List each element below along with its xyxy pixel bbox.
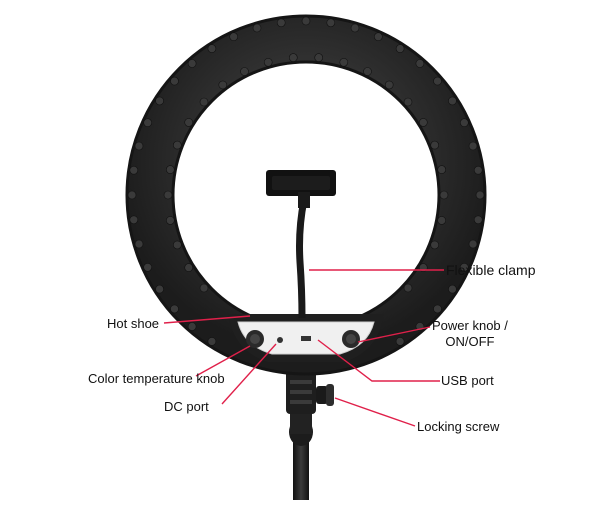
flexible-gooseneck xyxy=(296,199,308,319)
led-bead xyxy=(468,239,478,249)
led-bead xyxy=(173,140,182,150)
led-bead xyxy=(314,53,324,62)
led-bead xyxy=(263,57,273,67)
led-bead xyxy=(395,337,405,346)
led-bead xyxy=(326,18,336,28)
label-power-knob-line2: ON/OFF xyxy=(445,334,495,349)
label-hot-shoe: Hot shoe xyxy=(107,316,160,331)
label-usb-port: USB port xyxy=(441,373,494,388)
dc-port xyxy=(277,337,283,343)
led-bead xyxy=(170,76,179,86)
led-bead xyxy=(187,322,197,331)
led-bead xyxy=(473,165,483,175)
stand-pole xyxy=(293,440,309,500)
led-bead xyxy=(439,190,449,200)
led-bead xyxy=(252,23,262,33)
led-bead xyxy=(218,80,228,90)
led-bead xyxy=(143,118,152,127)
led-bead xyxy=(363,67,372,76)
led-bead xyxy=(229,32,238,42)
led-bead xyxy=(403,283,413,293)
led-bead xyxy=(350,23,360,33)
led-bead xyxy=(170,304,179,314)
leader-lines xyxy=(163,269,444,427)
leader-color-temperature-knob xyxy=(195,345,251,377)
ring-led-beads xyxy=(127,16,485,346)
led-bead xyxy=(437,216,447,225)
led-bead xyxy=(187,59,197,68)
leader-hot-shoe xyxy=(163,315,251,324)
led-bead xyxy=(129,165,139,175)
label-dc-port: DC port xyxy=(164,399,209,414)
led-bead xyxy=(415,59,425,68)
led-bead xyxy=(207,337,217,346)
led-bead xyxy=(184,263,193,272)
leader-power-knob xyxy=(357,326,431,343)
led-bead xyxy=(207,44,217,53)
locking-screw xyxy=(316,386,328,404)
led-bead xyxy=(155,96,164,106)
led-bead xyxy=(288,53,298,62)
led-bead xyxy=(448,284,457,294)
label-power-knob-line1: Power knob / xyxy=(432,318,508,333)
label-power-knob: Power knob / ON/OFF xyxy=(432,318,508,350)
usb-port xyxy=(301,336,311,341)
led-bead xyxy=(437,165,447,174)
label-locking-screw: Locking screw xyxy=(417,419,500,434)
led-bead xyxy=(155,284,164,294)
led-bead xyxy=(448,96,457,106)
led-bead xyxy=(403,97,413,107)
led-bead xyxy=(384,80,394,90)
led-bead xyxy=(301,16,311,26)
led-bead xyxy=(430,240,440,250)
led-bead xyxy=(475,190,485,200)
led-bead xyxy=(129,215,139,225)
label-color-temperature-knob: Color temperature knob xyxy=(88,371,225,386)
led-bead xyxy=(430,140,440,150)
leader-locking-screw xyxy=(334,397,416,427)
label-flexible-clamp: Flexible clamp xyxy=(446,262,536,278)
led-bead xyxy=(199,97,209,107)
led-bead xyxy=(433,304,442,314)
led-bead xyxy=(127,190,137,200)
led-bead xyxy=(276,18,286,28)
led-bead xyxy=(199,283,209,293)
led-bead xyxy=(134,239,144,249)
led-bead xyxy=(373,32,383,42)
led-bead xyxy=(240,67,249,76)
led-bead xyxy=(418,118,428,127)
leader-usb-port xyxy=(317,339,440,382)
led-bead xyxy=(473,215,483,225)
led-bead xyxy=(433,76,442,86)
led-bead xyxy=(173,240,182,250)
led-bead xyxy=(184,118,193,127)
led-bead xyxy=(166,165,175,174)
led-bead xyxy=(143,262,152,272)
leader-dc-port xyxy=(221,343,277,405)
led-bead xyxy=(468,141,478,151)
led-bead xyxy=(395,44,405,53)
led-bead xyxy=(166,216,175,225)
led-bead xyxy=(459,262,469,272)
led-bead xyxy=(134,141,144,151)
led-bead xyxy=(339,57,349,67)
led-bead xyxy=(163,190,173,200)
led-bead xyxy=(459,118,469,127)
